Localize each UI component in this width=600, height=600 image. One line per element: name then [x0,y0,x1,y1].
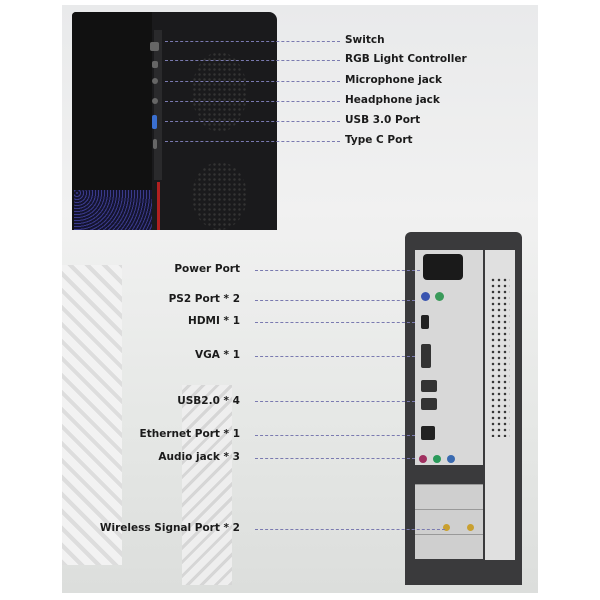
ethernet-port-icon [421,426,435,440]
label-power-port: Power Port [174,263,240,275]
label-audio-jack: Audio jack * 3 [158,451,240,463]
ps2-port-icon [435,292,444,301]
headphone-jack-icon [152,98,158,104]
rgb-button-icon [152,61,158,68]
label-vga: VGA * 1 [195,349,240,361]
label-type-c-port: Type C Port [345,134,413,146]
power-port-icon [423,254,463,280]
label-switch: Switch [345,34,385,46]
label-usb2: USB2.0 * 4 [177,395,240,407]
usb2-port-icon [421,380,437,392]
front-io-strip [154,30,162,180]
label-rgb-controller: RGB Light Controller [345,53,467,65]
ps2-port-icon [421,292,430,301]
usb2-port-icon [421,398,437,410]
label-microphone-jack: Microphone jack [345,74,443,86]
hdmi-port-icon [421,315,429,329]
label-ps2-port: PS2 Port * 2 [168,293,240,305]
label-ethernet-port: Ethernet Port * 1 [139,428,240,440]
audio-jack-icon [447,455,455,463]
label-usb3-port: USB 3.0 Port [345,114,421,126]
label-headphone-jack: Headphone jack [345,94,440,106]
label-hdmi: HDMI * 1 [188,315,240,327]
audio-jack-icon [419,455,427,463]
pc-front-view [72,12,277,230]
antenna-port-icon [443,524,450,531]
vga-port-icon [421,344,431,368]
switch-icon [150,42,159,51]
audio-jack-icon [433,455,441,463]
pc-rear-view [405,232,522,585]
label-wireless-signal-port: Wireless Signal Port * 2 [99,522,240,534]
type-c-port-icon [153,139,157,149]
antenna-port-icon [467,524,474,531]
mic-jack-icon [152,78,158,84]
usb3-port-icon [152,115,157,129]
